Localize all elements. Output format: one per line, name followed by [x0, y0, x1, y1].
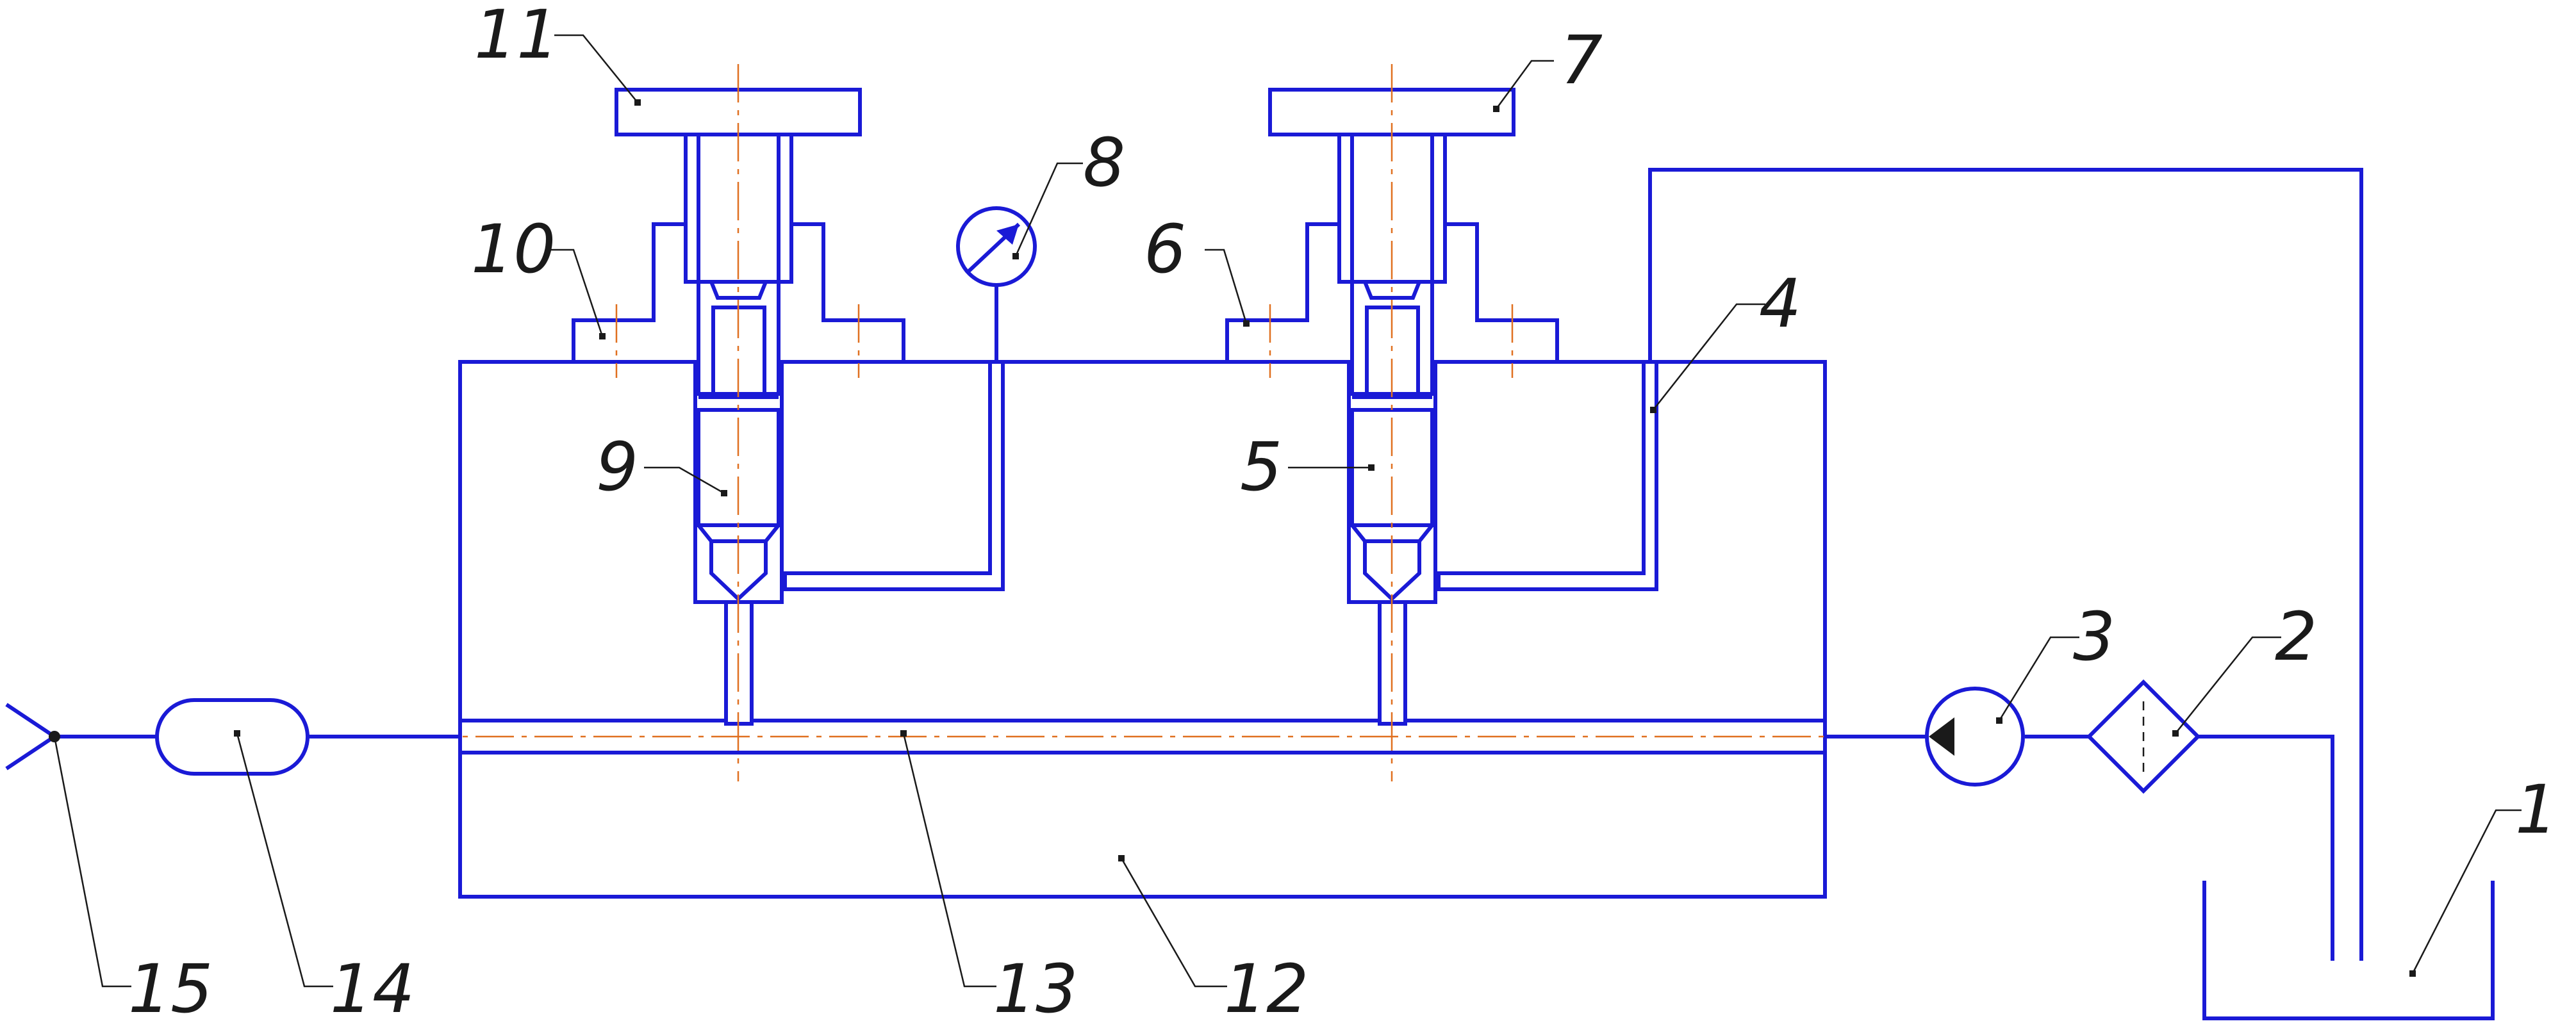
- label-8: 8: [1083, 124, 1125, 202]
- label-13: 13: [993, 950, 1078, 1028]
- label-3: 3: [2073, 598, 2115, 676]
- label-15: 15: [128, 950, 213, 1028]
- pressure-gauge: [956, 206, 1037, 362]
- inlet-symbol: [5, 703, 58, 771]
- position-labels: 11 7 8 10 6 4 9 5 3 2 1 15 14 13 12: [128, 0, 2557, 1028]
- pump: [1925, 687, 2025, 787]
- center-axes: [417, 64, 1826, 781]
- label-10: 10: [471, 210, 556, 288]
- return-channel: [1437, 360, 1658, 591]
- restrictor: [155, 698, 310, 776]
- tank: [2202, 881, 2495, 1020]
- label-5: 5: [1240, 428, 1282, 506]
- label-12: 12: [1224, 950, 1309, 1028]
- label-1: 1: [2515, 771, 2557, 849]
- label-11: 11: [474, 0, 559, 74]
- valve-body: [458, 280, 1827, 755]
- label-4: 4: [1759, 265, 1801, 343]
- base-plate: [458, 751, 1827, 899]
- filter: [2086, 679, 2201, 794]
- gauge-channel: [783, 360, 1005, 591]
- leader-lines: [49, 34, 2522, 988]
- label-7: 7: [1560, 21, 1603, 99]
- label-6: 6: [1144, 210, 1186, 288]
- label-9: 9: [596, 428, 638, 506]
- label-14: 14: [330, 950, 415, 1028]
- label-2: 2: [2275, 598, 2317, 676]
- piping: [54, 168, 2363, 961]
